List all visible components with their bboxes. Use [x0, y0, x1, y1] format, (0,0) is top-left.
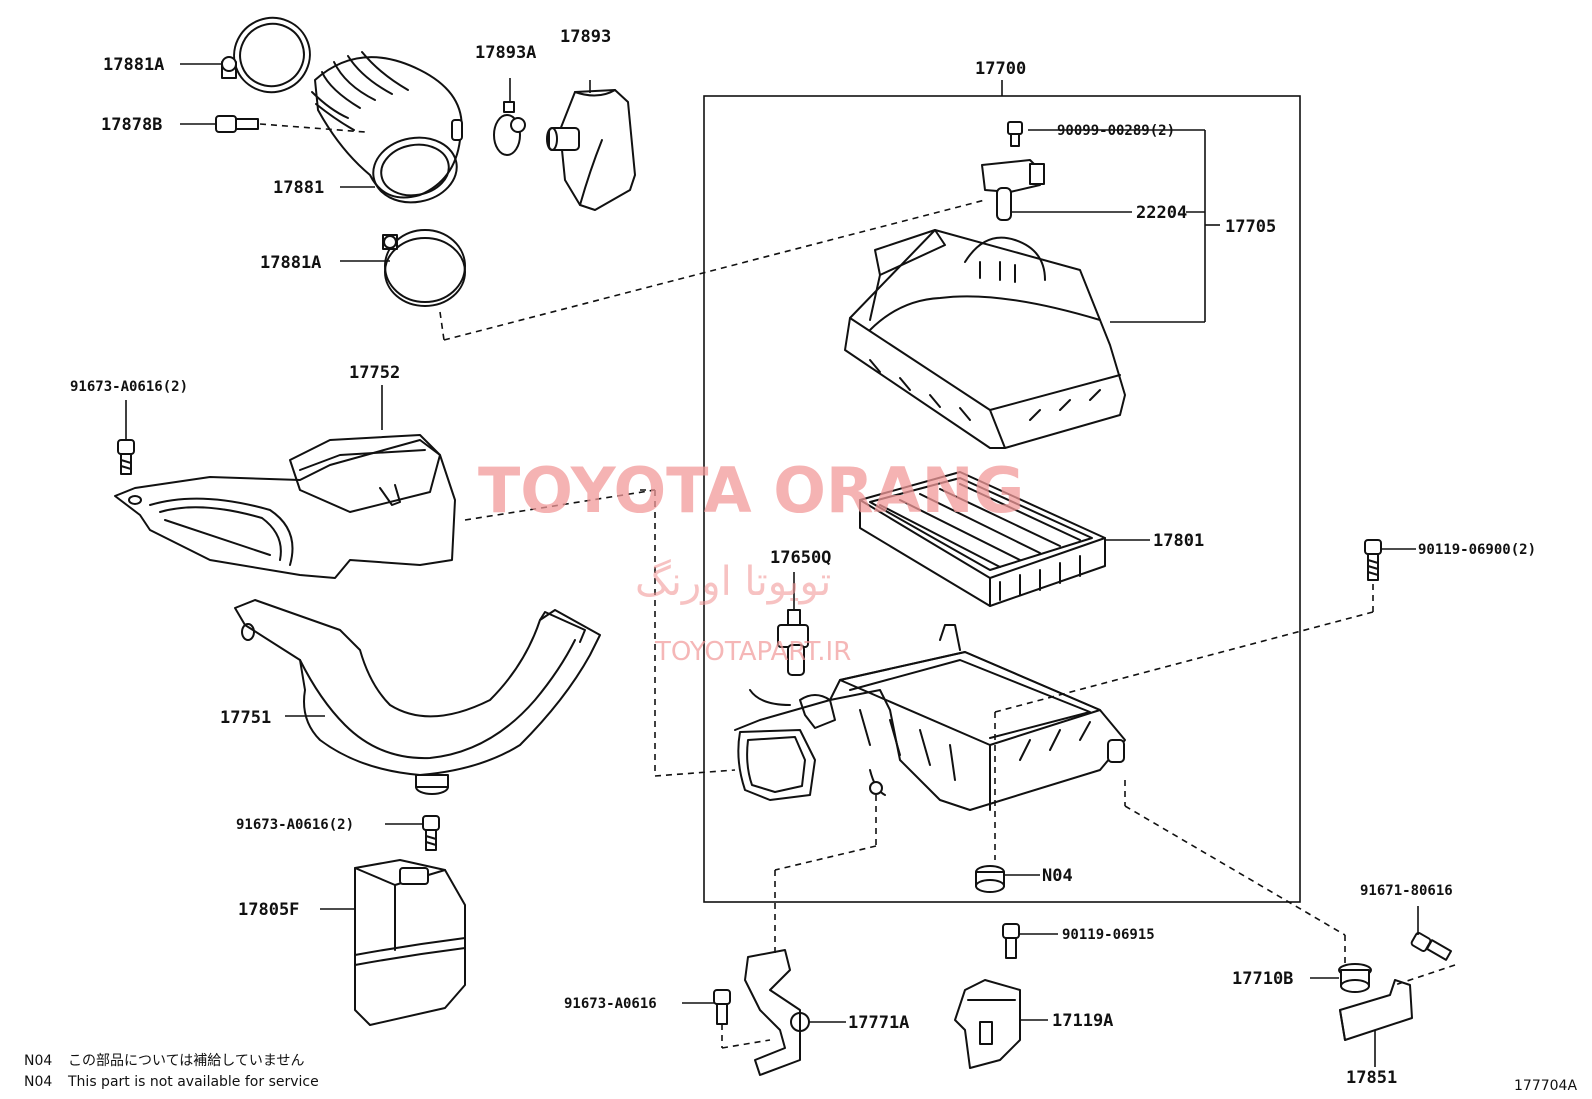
bolt-91673-A0616-bottom [713, 989, 731, 1025]
note-jp-code: N04 [24, 1053, 52, 1069]
label-17700: 17700 [975, 59, 1026, 79]
label-17893A: 17893A [475, 43, 536, 63]
label-90099-00289: 90099-00289(2) [1057, 123, 1175, 139]
label-17650Q: 17650Q [770, 548, 831, 568]
air-filter-17801 [859, 471, 1106, 607]
label-91671-80616: 91671-80616 [1360, 883, 1453, 899]
diagram-id: 177704A [1514, 1078, 1577, 1094]
duct-17893 [546, 80, 636, 211]
label-17119A: 17119A [1052, 1011, 1113, 1031]
grommet-N04 [975, 865, 1005, 893]
bolt-91671-80616 [1410, 932, 1453, 961]
bracket-17119A [954, 979, 1021, 1069]
bolt-90099-00289 [1007, 121, 1023, 147]
clamp-17893A [493, 78, 526, 156]
hose-17881 [311, 51, 463, 204]
duct-17752 [114, 385, 456, 579]
note-jp-text: この部品については補給していません [68, 1053, 304, 1069]
label-90119-06900: 90119-06900(2) [1418, 542, 1536, 558]
label-17893: 17893 [560, 27, 611, 47]
label-17705: 17705 [1225, 217, 1276, 237]
bracket-17851 [1339, 979, 1413, 1041]
label-17771A: 17771A [848, 1013, 909, 1033]
bolt-91673-A0616-middle [422, 815, 440, 851]
label-91673-A0616-bottom: 91673-A0616 [564, 996, 657, 1012]
note-en-code: N04 [24, 1074, 52, 1090]
label-17878B: 17878B [101, 115, 162, 135]
watermark-url: TOYOTAPART.IR [654, 637, 851, 667]
sensor-22204 [981, 159, 1045, 221]
air-cleaner-cap-17705 [844, 229, 1126, 449]
sensor-17650Q [777, 572, 809, 676]
label-91673-A0616-2-middle: 91673-A0616(2) [236, 817, 354, 833]
label-17881A-bottom: 17881A [260, 253, 321, 273]
air-cleaner-lower-case [734, 624, 1126, 811]
label-17710B: 17710B [1232, 969, 1293, 989]
bolt-90119-06900 [1364, 539, 1382, 581]
duct-17751 [234, 599, 601, 795]
clamp-17881A-bottom [382, 229, 466, 307]
watermark-title: TOYOTA ORANG [478, 454, 1024, 527]
label-17851: 17851 [1346, 1068, 1397, 1088]
label-17881A-top: 17881A [103, 55, 164, 75]
bolt-17878B [215, 115, 259, 133]
grommet-17710B [1338, 963, 1372, 993]
note-en-text: This part is not available for service [67, 1074, 319, 1090]
label-17881: 17881 [273, 178, 324, 198]
label-17751: 17751 [220, 708, 271, 728]
label-91673-A0616-2-top: 91673-A0616(2) [70, 379, 188, 395]
label-17801: 17801 [1153, 531, 1204, 551]
watermark-farsi: تویوتا اورنگ [635, 559, 831, 605]
clamp-17881A-top [221, 16, 311, 94]
label-17805F: 17805F [238, 900, 299, 920]
label-22204: 22204 [1136, 203, 1187, 223]
label-90119-06915: 90119-06915 [1062, 927, 1155, 943]
label-N04: N04 [1042, 866, 1073, 886]
bolt-90119-06915 [1002, 923, 1020, 959]
resonator-17805F [354, 859, 466, 1026]
bracket-17771A [744, 949, 810, 1076]
bolt-91673-A0616-top [117, 400, 135, 475]
label-17752: 17752 [349, 363, 400, 383]
